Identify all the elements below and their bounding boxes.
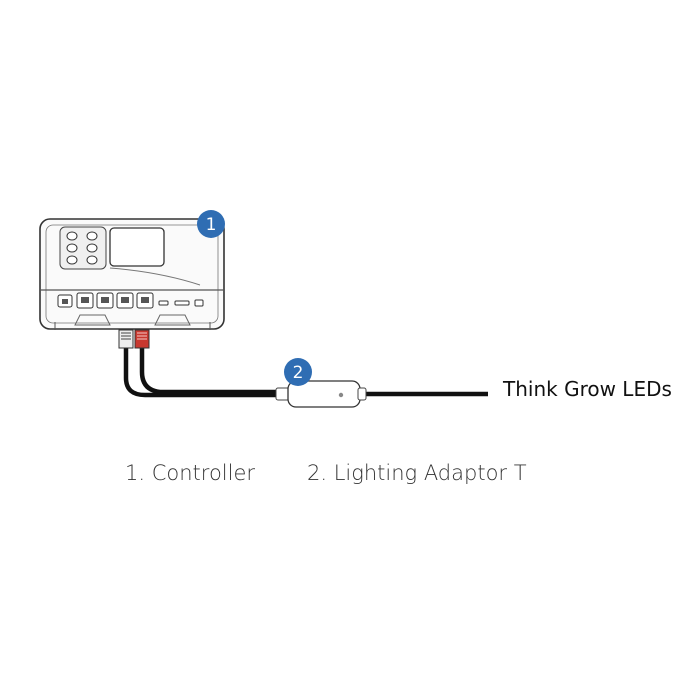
controller-device	[39, 218, 225, 330]
keypad-buttons	[66, 231, 98, 265]
lighting-adaptor	[275, 380, 367, 408]
connector-red	[134, 329, 150, 349]
badge-1-number: 1	[206, 215, 217, 235]
think-grow-leds-label: Think Grow LEDs	[503, 377, 672, 401]
legend-item-controller: 1. Controller	[125, 461, 256, 485]
lcd-screen	[109, 227, 165, 267]
cables	[123, 346, 488, 398]
badge-1: 1	[197, 210, 225, 238]
legend-item-adaptor: 2. Lighting Adaptor T	[307, 461, 527, 485]
cable-white	[123, 346, 280, 398]
connector-white	[118, 329, 134, 349]
cable-red	[139, 346, 280, 395]
adaptor-led	[338, 392, 344, 398]
controller-ports	[57, 292, 204, 309]
badge-2-number: 2	[293, 363, 304, 383]
badge-2: 2	[284, 358, 312, 386]
